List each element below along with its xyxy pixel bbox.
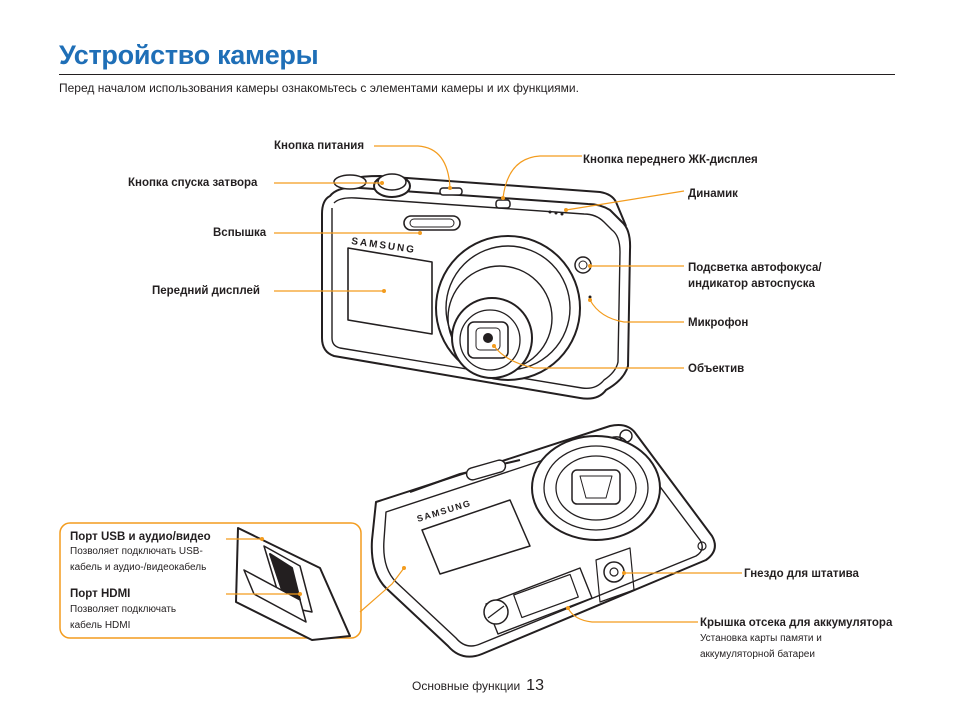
camera-front-view xyxy=(321,173,632,400)
callout-dots xyxy=(260,181,626,610)
footer-section: Основные функции xyxy=(412,679,521,693)
camera-bottom-view xyxy=(370,424,716,658)
label-usb-port: Порт USB и аудио/видео xyxy=(70,531,211,543)
desc-usb-port-line2: кабель и аудио-/видеокабель xyxy=(70,562,207,573)
label-tripod-mount: Гнездо для штатива xyxy=(744,568,859,580)
label-lens: Объектив xyxy=(688,363,745,375)
desc-battery-cover-line2: аккумуляторной батареи xyxy=(700,649,815,660)
intro-text: Перед началом использования камеры ознак… xyxy=(59,81,579,95)
page-title: Устройство камеры xyxy=(59,40,319,70)
title-divider xyxy=(59,74,895,75)
label-front-display: Передний дисплей xyxy=(152,285,260,297)
page-number: 13 xyxy=(526,677,544,694)
desc-usb-port-line1: Позволяет подключать USB- xyxy=(70,546,203,557)
label-speaker: Динамик xyxy=(688,188,738,200)
label-power-button: Кнопка питания xyxy=(274,140,365,152)
label-flash: Вспышка xyxy=(213,227,267,239)
page-footer: Основные функции 13 xyxy=(412,677,544,695)
callout-lines xyxy=(226,145,742,623)
label-shutter-button: Кнопка спуска затвора xyxy=(128,177,258,189)
ports-detail xyxy=(235,527,351,641)
label-hdmi-port: Порт HDMI xyxy=(70,588,131,600)
desc-hdmi-port-line1: Позволяет подключать xyxy=(70,604,177,615)
label-af-lamp-line2: индикатор автоспуска xyxy=(688,278,815,290)
label-battery-cover: Крышка отсека для аккумулятора xyxy=(700,617,893,629)
desc-battery-cover-line1: Установка карты памяти и xyxy=(700,633,822,644)
label-af-lamp-line1: Подсветка автофокуса/ xyxy=(688,262,822,274)
label-microphone: Микрофон xyxy=(688,317,749,329)
desc-hdmi-port-line2: кабель HDMI xyxy=(70,620,131,631)
label-front-lcd-button: Кнопка переднего ЖК-дисплея xyxy=(583,154,758,166)
